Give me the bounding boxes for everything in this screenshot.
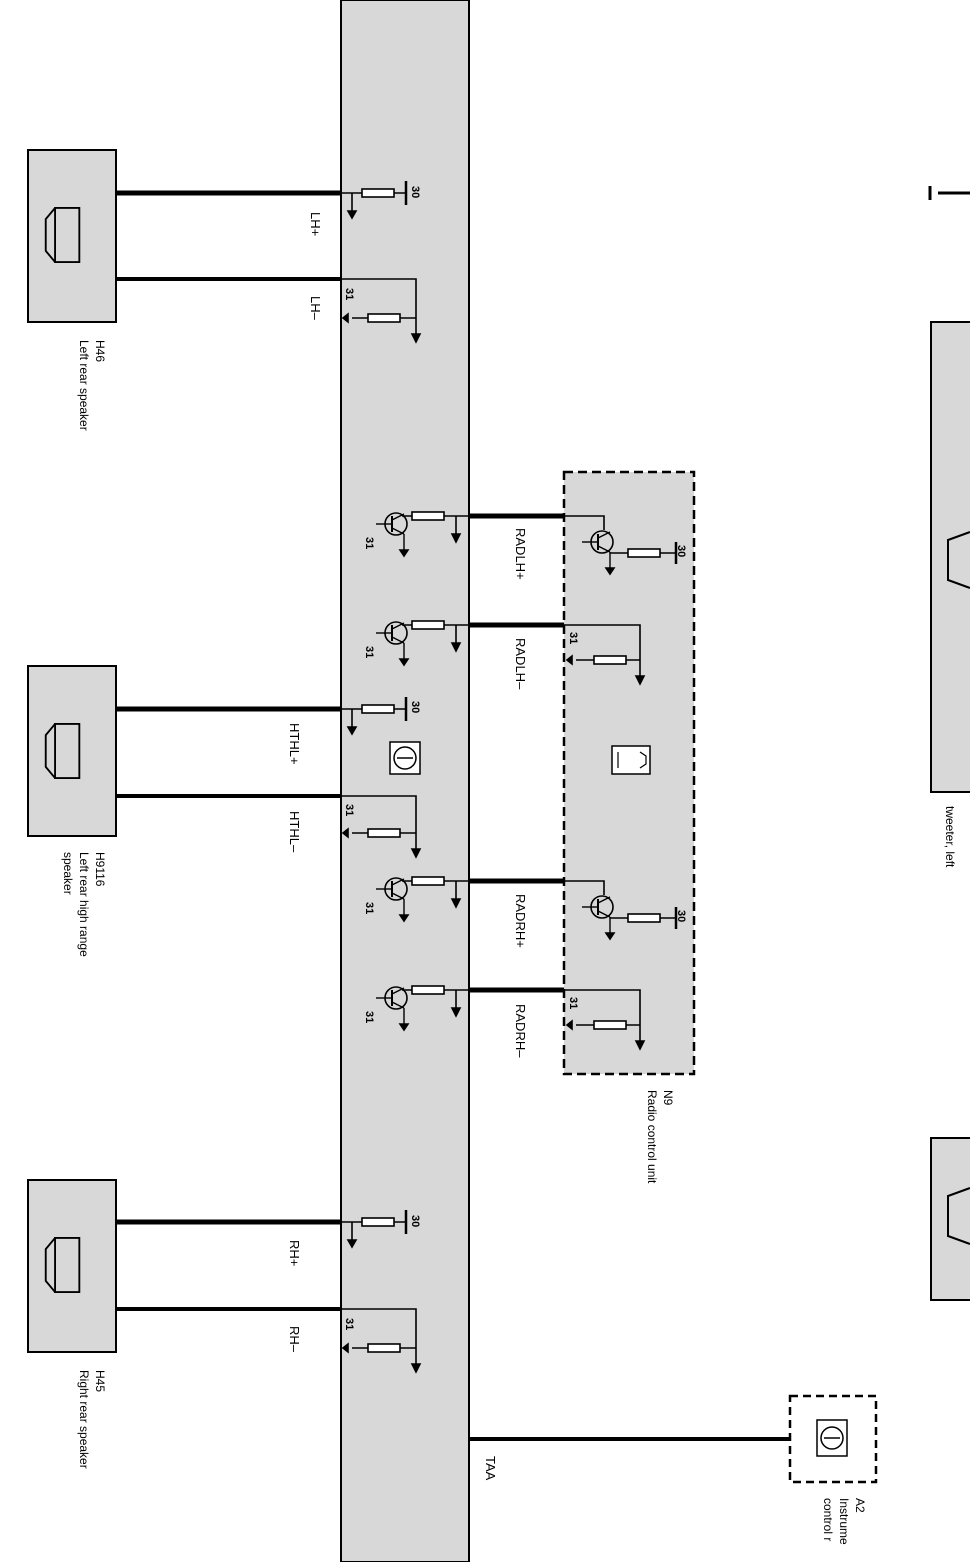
speaker-wires — [116, 190, 341, 1311]
pin-31: 31 — [343, 804, 355, 816]
pin-31: 31 — [363, 537, 375, 549]
pin-31: 31 — [343, 288, 355, 300]
output-30-circuits — [341, 181, 408, 1249]
a2-code: A2 — [853, 1498, 867, 1513]
right-partial-speaker-box — [930, 1137, 970, 1301]
n9-code: N9 — [661, 1090, 675, 1106]
signal-hthl-minus: HTHL– — [287, 811, 302, 853]
signal-hthl-plus: HTHL+ — [287, 723, 302, 765]
output-31-circuits — [341, 278, 422, 1374]
pin-31: 31 — [363, 1011, 375, 1023]
instrument-control-box — [788, 1394, 878, 1484]
signal-radlh-minus: RADLH– — [513, 638, 528, 690]
h9116-name-line1: Left rear high range — [77, 852, 91, 957]
signal-rh-minus: RH– — [287, 1326, 302, 1353]
n9-name: Radio control unit — [645, 1090, 659, 1184]
signal-radlh-plus: RADLH+ — [513, 528, 528, 580]
right-speaker-icon — [947, 1187, 970, 1245]
instrument-icon — [816, 1419, 848, 1457]
signal-rh-plus: RH+ — [287, 1240, 302, 1266]
amplifier-input-stages — [375, 511, 469, 1031]
pin-30: 30 — [409, 1215, 421, 1227]
pin-31: 31 — [343, 1318, 355, 1330]
signal-lh-plus: LH+ — [308, 212, 323, 236]
radio-icon — [611, 745, 651, 775]
pin-31: 31 — [567, 997, 579, 1009]
h45-name: Right rear speaker — [77, 1370, 91, 1469]
tweeter-speaker-icon — [947, 531, 970, 589]
pin-31: 31 — [567, 632, 579, 644]
h45-code: H45 — [93, 1370, 107, 1392]
signal-radrh-plus: RADRH+ — [513, 894, 528, 948]
h45-speaker-box — [27, 1179, 117, 1353]
radio-output-stages — [564, 515, 678, 1051]
pin-31: 31 — [363, 902, 375, 914]
pin-30: 30 — [409, 701, 421, 713]
h46-speaker-box — [27, 149, 117, 323]
tweeter-left-box — [930, 321, 970, 793]
amplifier-icon — [389, 741, 421, 775]
a2-name-line1: Instrume — [837, 1498, 851, 1545]
pin-30: 30 — [409, 186, 421, 198]
h46-code: H46 — [93, 340, 107, 362]
amplifier-module-band — [340, 0, 470, 1562]
h9116-speaker-box — [27, 665, 117, 837]
pin-30: 30 — [675, 545, 687, 557]
h46-name: Left rear speaker — [77, 340, 91, 431]
pin-31: 31 — [363, 646, 375, 658]
signal-lh-minus: LH– — [308, 296, 323, 321]
signal-radrh-minus: RADRH– — [513, 1004, 528, 1058]
tweeter-left-name: tweeter, left — [943, 806, 957, 868]
h9116-name-line2: speaker — [61, 852, 75, 895]
signal-taa: TAA — [483, 1456, 498, 1481]
h9116-code: H9116 — [93, 852, 107, 887]
pin-30: 30 — [675, 910, 687, 922]
a2-name-line2: control r — [821, 1498, 835, 1541]
radio-wires — [469, 513, 564, 993]
